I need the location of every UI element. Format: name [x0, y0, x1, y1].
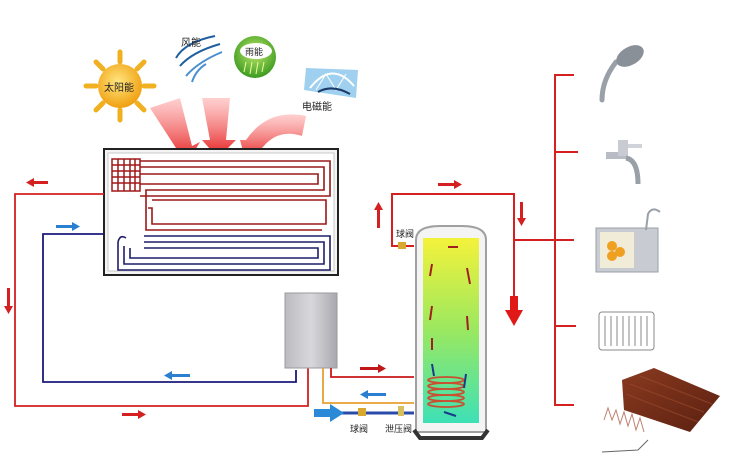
- cold-water-inlet: 球阀 泄压阀: [314, 404, 414, 435]
- wind-label: 风能: [181, 36, 201, 49]
- evaporator-panel: [103, 148, 339, 276]
- big-arrow-left: [150, 98, 200, 162]
- heat-pump-cold-loop: [42, 233, 297, 383]
- pressure-relief-valve: [398, 406, 404, 416]
- arrow-up-red: [374, 202, 383, 228]
- pressure-relief-valve-label: 泄压阀: [385, 423, 412, 435]
- arrow-left-blue-heater: [360, 390, 386, 399]
- big-arrow-center: [202, 98, 236, 158]
- inlet-arrow-icon: [314, 404, 344, 422]
- electromagnetic-label: 电磁能: [302, 100, 332, 113]
- distribution-riser: [554, 74, 578, 406]
- rain-energy-source: 雨能: [234, 36, 276, 78]
- heat-pump-unit: [284, 292, 338, 369]
- arrow-down-red-top: [517, 202, 526, 226]
- arrow-left-blue-bottom: [164, 371, 190, 380]
- electromagnetic-energy-source: 电磁能: [302, 68, 358, 113]
- water-tank: [412, 225, 490, 440]
- kitchen-sink-icon: [595, 208, 661, 273]
- radiator-icon: [598, 311, 655, 351]
- ball-valve-bottom-label: 球阀: [350, 423, 368, 435]
- arrow-right-red-bottom: [122, 410, 146, 419]
- arrow-right-red-heater: [360, 364, 386, 373]
- hot-coil: [140, 160, 331, 231]
- arrow-down-red: [4, 288, 13, 314]
- arrow-right-blue: [56, 222, 80, 231]
- wind-energy-source: 风能: [175, 35, 223, 83]
- rain-label: 雨能: [245, 46, 263, 58]
- manifold-grid: [111, 158, 141, 192]
- shower-head-icon: [599, 45, 644, 103]
- arrow-left-red: [26, 178, 48, 187]
- arrow-down-red-big: [505, 296, 523, 326]
- solar-label: 太阳能: [104, 81, 134, 94]
- ball-valve-top: [398, 242, 406, 249]
- ball-valve-bottom: [358, 408, 366, 416]
- ball-valve-top-label: 球阀: [396, 228, 414, 240]
- floor-heating-icon: [601, 368, 720, 453]
- sun-icon: [83, 49, 157, 123]
- flow-arrows: [4, 178, 526, 419]
- rain-cloud-icon: [234, 36, 276, 78]
- electromagnetic-icon: [304, 68, 358, 98]
- arrow-right-red-top: [438, 180, 462, 189]
- faucet-icon: [606, 140, 642, 185]
- solar-energy-source: 太阳能: [83, 49, 157, 123]
- wind-icon: [175, 35, 223, 83]
- tank-flow-arrows: [429, 246, 471, 350]
- heat-pump-hot-loop: [14, 193, 309, 407]
- energy-input-arrows: [150, 98, 306, 162]
- heat-exchanger-coil: [427, 376, 465, 408]
- heater-pipes: [322, 368, 414, 404]
- cold-coil: [117, 235, 331, 271]
